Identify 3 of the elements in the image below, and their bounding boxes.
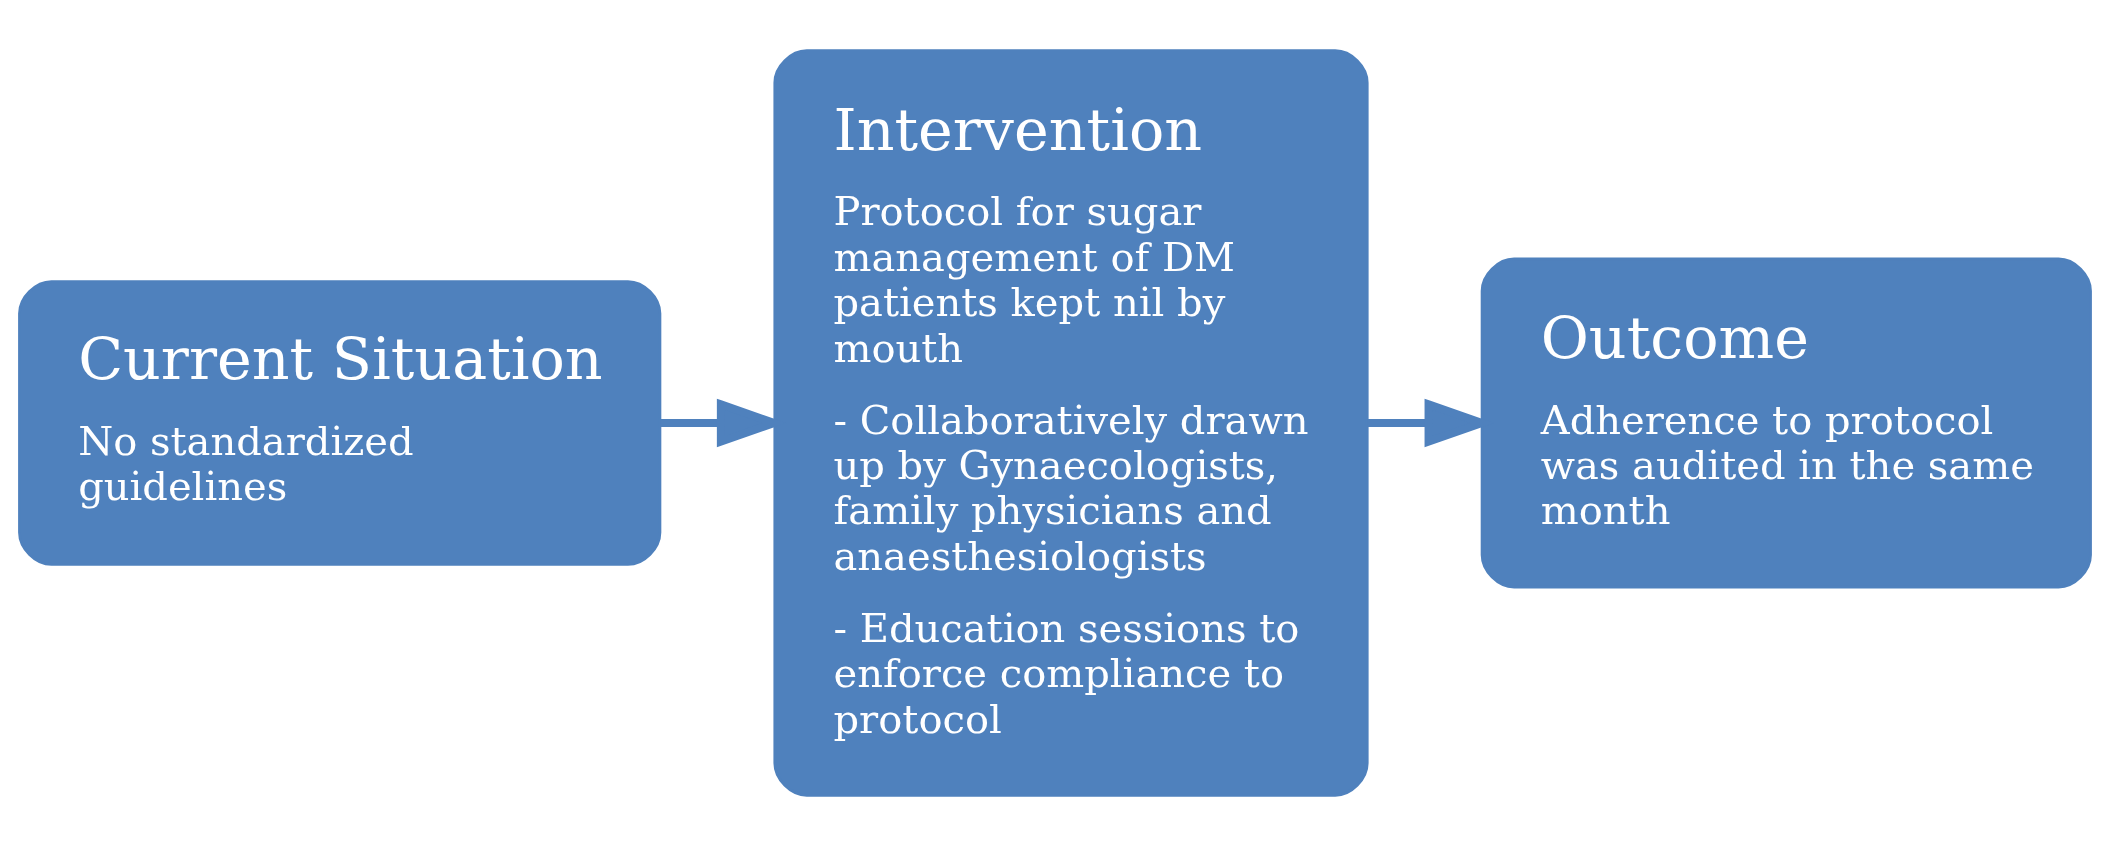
node-box: Outcome Adherence to protocol was audited in the same month [1480, 257, 2092, 588]
node-box: Current Situation No standardized guidelines [18, 279, 662, 566]
node-box: Intervention Protocol for sugar management of DM patients kept nil by mouth - Collaboratively drawn up by Gynaecologists, family physicians and anaesthesiologists - Education sessions to enforce compliance to protocol [773, 48, 1369, 797]
